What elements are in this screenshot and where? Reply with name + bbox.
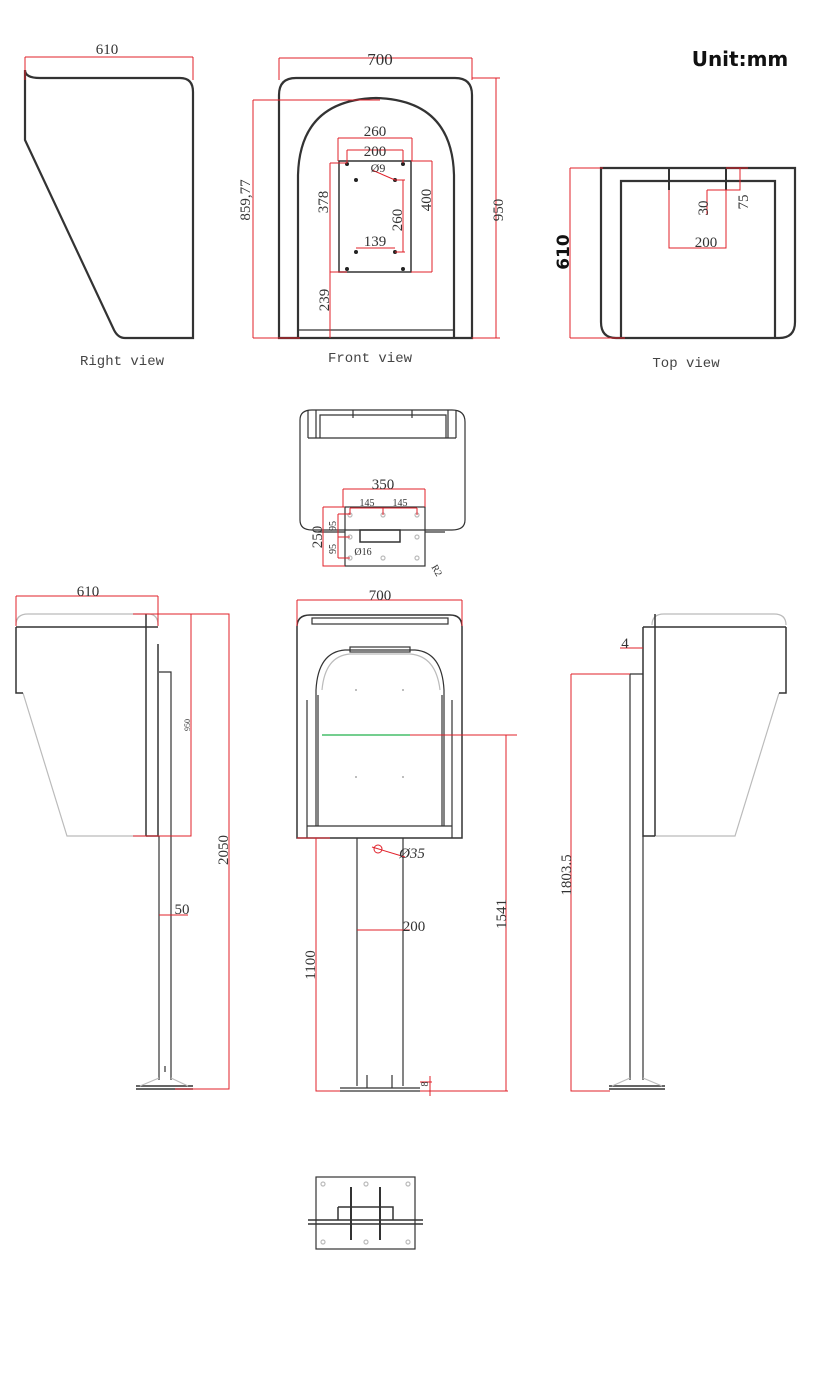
- dim-stand-total-height: 2050: [216, 835, 232, 865]
- dim-rear-height: 1803.5: [559, 854, 575, 895]
- dim-rear-offset: 4: [621, 636, 629, 652]
- dim-hole-dia: Ø9: [371, 161, 386, 175]
- dim-bottom-hole-dia: Ø16: [354, 547, 371, 558]
- dim-bottom-s2: 145: [393, 498, 408, 509]
- dim-stand-pole-width: 200: [403, 919, 426, 935]
- dim-hole-spacing-h: 260: [390, 209, 406, 232]
- dim-inner-hole-spacing: 139: [364, 234, 387, 250]
- bottom-view: 350 145 145 250 95 95 Ø16 R2: [299, 409, 466, 579]
- dim-stand-box-bottom-height: 1100: [303, 950, 319, 979]
- dim-plate-width: 260: [364, 124, 387, 140]
- dim-top-depth: 610: [554, 234, 574, 270]
- dim-plate-height: 400: [419, 189, 435, 212]
- dim-bottom-plate-width: 350: [372, 477, 395, 493]
- dim-right-width: 610: [96, 42, 119, 58]
- dim-stand-hole-dia: Ø35: [398, 846, 425, 862]
- dim-bottom-v2: 95: [328, 544, 339, 554]
- dim-top-200: 200: [695, 235, 718, 251]
- dim-stand-depth: 610: [77, 584, 100, 600]
- top-view-caption: Top view: [652, 356, 720, 372]
- stand-front-view: 700 Ø35 200 1100 1541 8: [296, 588, 517, 1096]
- dim-bottom-plate-height: 250: [310, 526, 326, 549]
- dim-top-30: 30: [696, 201, 712, 216]
- stand-side-view: 610 950 2050 50: [15, 584, 232, 1090]
- dim-front-height: 950: [491, 199, 507, 222]
- dim-bottom-s1: 145: [360, 498, 375, 509]
- unit-label: Unit:mm: [692, 47, 789, 71]
- top-view: 610 30 75 200 Top view: [554, 166, 797, 372]
- right-view: 610 Right view: [23, 42, 195, 370]
- right-view-caption: Right view: [80, 354, 165, 370]
- dim-stand-center-height: 1541: [494, 899, 510, 929]
- dim-hole-spacing-w: 200: [364, 144, 387, 160]
- dim-front-width: 700: [367, 50, 393, 69]
- base-plate-view: [308, 1176, 423, 1250]
- dim-front-inner-height: 859,77: [238, 179, 254, 221]
- dim-bottom-v1: 95: [328, 521, 339, 531]
- stand-rear-side-view: 4 1803.5: [559, 613, 787, 1092]
- front-view-caption: Front view: [328, 351, 413, 367]
- dim-stand-front-width: 700: [369, 588, 392, 604]
- dim-bottom-offset: 239: [317, 289, 333, 312]
- front-view: 700 859,77 950 260 200 Ø9 378 400 260 13…: [238, 50, 507, 367]
- dim-stand-pole: 50: [175, 902, 190, 918]
- dim-stand-box-height: 950: [183, 719, 192, 731]
- dim-stand-base-thickness: 8: [420, 1082, 431, 1087]
- dim-plate-left-height: 378: [316, 191, 332, 214]
- dim-top-75: 75: [736, 195, 752, 210]
- dim-bottom-radius: R2: [428, 563, 443, 579]
